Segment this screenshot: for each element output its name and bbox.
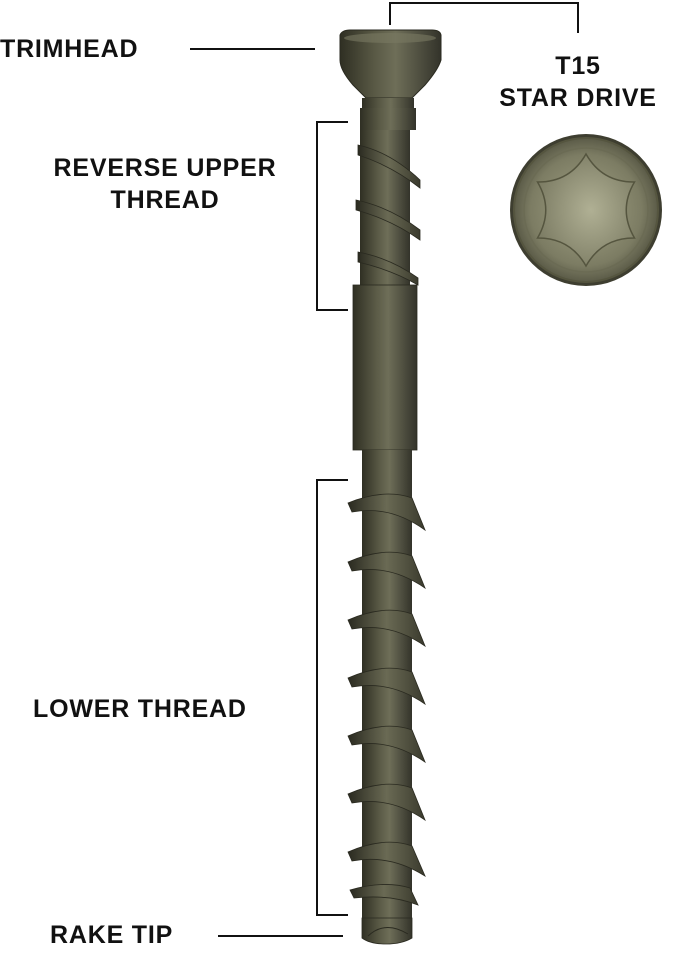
leader-lines xyxy=(190,2,579,937)
screw-head-top xyxy=(344,33,436,43)
upper-thread-bracket xyxy=(316,121,348,311)
upper-threads xyxy=(355,144,421,286)
upper-collar xyxy=(360,108,416,130)
star-recess xyxy=(536,152,636,268)
torx-star-icon xyxy=(510,134,662,286)
trimhead-label: TRIMHEAD xyxy=(0,35,139,63)
lower-thread-bracket xyxy=(316,479,348,916)
drive-leader xyxy=(389,2,579,33)
drive-label: T15 STAR DRIVE xyxy=(478,50,678,114)
trim-screw-illustration xyxy=(339,29,442,945)
screw-head xyxy=(339,29,442,99)
upper-thread-line1: REVERSE UPPER xyxy=(53,154,277,182)
neck xyxy=(362,98,414,108)
middle-shank xyxy=(352,284,418,451)
rake-tip-label: RAKE TIP xyxy=(50,921,174,949)
lower-thread-label: LOWER THREAD xyxy=(33,695,247,723)
upper-thread-line2: THREAD xyxy=(110,186,220,214)
drive-label-line2: STAR DRIVE xyxy=(499,84,657,112)
lower-threads xyxy=(347,493,426,906)
drive-label-line1: T15 xyxy=(555,52,601,80)
upper-thread-label: REVERSE UPPER THREAD xyxy=(20,152,310,216)
rake-tip xyxy=(361,917,413,945)
